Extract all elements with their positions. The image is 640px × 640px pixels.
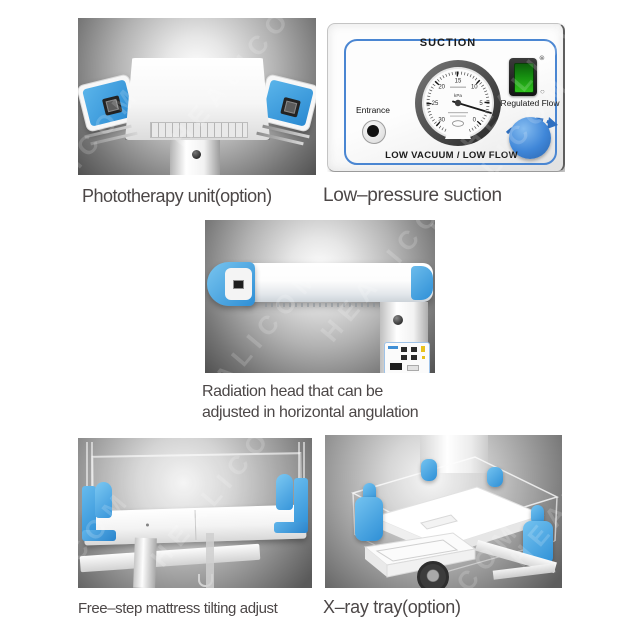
switch-on-symbol: ⊗ (539, 55, 545, 62)
phototherapy-left-lamp (101, 95, 123, 116)
bassinet-drawing (351, 456, 560, 578)
xray-tray-photo (325, 435, 562, 588)
tray-clip-back-right (487, 467, 503, 487)
mattress-tilt-photo (78, 438, 312, 588)
caption-suction: Low–pressure suction (323, 185, 502, 206)
tilt-clamp-right (274, 442, 310, 533)
phototherapy-left-wing-panel (82, 79, 134, 127)
tray-clip-front-left (355, 497, 383, 541)
phototherapy-photo (78, 18, 316, 175)
caption-mattress-tilt: Free–step mattress tilting adjust (78, 600, 278, 617)
phototherapy-right-wing-panel (262, 79, 314, 127)
frame-leg (133, 537, 157, 588)
svg-text:25: 25 (432, 101, 439, 107)
suction-panel-blue-frame (344, 39, 557, 165)
radiation-head-bar (243, 263, 433, 302)
svg-text:0: 0 (473, 117, 477, 123)
phototherapy-right-lamp (280, 96, 301, 118)
svg-text:30: 30 (438, 117, 445, 123)
suction-title: SUCTION (419, 37, 477, 49)
svg-text:5: 5 (479, 101, 483, 107)
svg-text:15: 15 (455, 79, 462, 85)
radiation-head-switch-slot (233, 280, 244, 289)
entrance-label: Entrance (355, 105, 391, 115)
radiation-head-right-cap (411, 266, 433, 300)
radiation-head-knob (393, 315, 403, 325)
vacuum-gauge: kPa 0 5 10 15 20 25 30 (415, 60, 501, 146)
caster-wheel (417, 561, 449, 588)
radiation-head-photo (205, 220, 435, 373)
power-switch (509, 58, 537, 96)
flow-control-knob (509, 117, 551, 159)
caption-radiation-line2: adjusted in horizontal angulation (202, 404, 419, 421)
tilt-clamp-left (82, 442, 118, 541)
suction-panel-face: SUCTION kPa 0 5 1 (327, 23, 565, 172)
radiation-head-left-cap (207, 262, 255, 306)
switch-off-symbol: ○ (540, 87, 545, 96)
svg-text:20: 20 (438, 85, 445, 91)
svg-text:10: 10 (471, 85, 478, 91)
suction-entrance-port (362, 120, 386, 144)
radiation-control-panel (384, 342, 430, 373)
caption-phototherapy: Phototherapy unit(option) (82, 186, 272, 206)
frame-beam (79, 543, 261, 573)
tray-clip-back-left (421, 459, 437, 481)
suction-panel-photo: SUCTION kPa 0 5 1 (327, 23, 565, 172)
regulated-flow-label: Regulated Flow (500, 98, 560, 108)
caption-radiation-line1: Radiation head that can be (202, 383, 383, 400)
caption-radiation-head: Radiation head that can be adjusted in h… (202, 381, 419, 423)
low-vacuum-label: LOW VACUUM / LOW FLOW (385, 150, 518, 161)
gauge-unit-label: kPa (454, 93, 462, 98)
phototherapy-vent-grille (150, 122, 248, 138)
frame-hook (198, 574, 213, 587)
caption-xray-tray: X–ray tray(option) (323, 597, 461, 617)
phototherapy-stand-knob (192, 150, 201, 159)
power-switch-rocker (514, 63, 534, 93)
